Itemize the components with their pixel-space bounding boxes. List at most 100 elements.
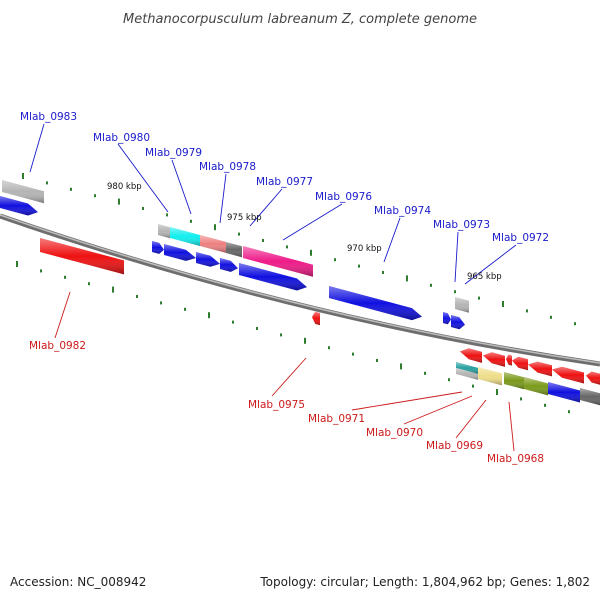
gene-mlab-0979[interactable]: [170, 227, 200, 246]
gene-block-blue-6[interactable]: [443, 312, 451, 325]
leader-mlab-0980: [117, 143, 169, 213]
leader-mlab-0972: [464, 244, 517, 285]
kbp-label-980: 980 kbp: [107, 182, 142, 192]
gene-label-mlab-0973[interactable]: Mlab_0973: [433, 219, 490, 231]
tick-outer-plus: [454, 290, 456, 294]
tick-outer-plus: [238, 232, 240, 236]
gene-label-mlab-0982[interactable]: Mlab_0982: [29, 340, 86, 352]
gene-label-mlab-0974[interactable]: Mlab_0974: [374, 205, 431, 217]
gene-block-red-3[interactable]: [506, 354, 512, 366]
gene-label-mlab-0976[interactable]: Mlab_0976: [315, 191, 372, 203]
gene-mlab-0968[interactable]: [548, 382, 580, 403]
leader-mlab-0977: [249, 188, 283, 227]
gene-label-mlab-0979[interactable]: Mlab_0979: [145, 147, 202, 159]
leader-mlab-0970: [403, 395, 473, 425]
gene-block-red-4[interactable]: [512, 356, 528, 371]
gene-mlab-0980[interactable]: [158, 224, 170, 239]
gene-mlab-0973[interactable]: [455, 297, 469, 313]
gene-mlab-0975[interactable]: [312, 311, 320, 326]
gene-label-mlab-0983[interactable]: Mlab_0983: [20, 111, 77, 123]
gene-block-dark-2[interactable]: [580, 388, 600, 406]
tick-outer-minus: [208, 312, 210, 319]
gene-label-mlab-0972[interactable]: Mlab_0972: [492, 232, 549, 244]
gene-mlab-0971[interactable]: [456, 362, 478, 374]
gene-label-mlab-0978[interactable]: Mlab_0978: [199, 161, 256, 173]
tick-outer-minus: [448, 378, 450, 382]
tick-outer-minus: [400, 363, 402, 370]
leader-mlab-0976: [282, 203, 343, 241]
gene-block-blue-1[interactable]: [152, 241, 164, 254]
gene-label-mlab-0968[interactable]: Mlab_0968: [487, 453, 544, 465]
gene-mlab-0970[interactable]: [478, 367, 502, 386]
tick-outer-plus: [166, 213, 168, 217]
gene-block-red-6[interactable]: [552, 366, 584, 384]
gene-block-red-1[interactable]: [460, 348, 482, 363]
tick-outer-minus: [16, 261, 18, 267]
leader-mlab-0973: [454, 231, 459, 283]
tick-outer-minus: [424, 371, 426, 375]
gene-block-blue-5[interactable]: [239, 263, 307, 291]
tick-outer-minus: [112, 286, 114, 293]
gene-block-blue-2[interactable]: [164, 244, 196, 261]
gene-label-mlab-0971[interactable]: Mlab_0971: [308, 413, 365, 425]
tick-outer-plus: [190, 219, 192, 223]
gene-mlab-0977[interactable]: [226, 242, 242, 258]
tick-outer-plus: [286, 245, 288, 249]
genome-backbone-highlight: [0, 214, 600, 364]
tick-outer-plus: [430, 283, 432, 287]
gene-block-blue-0[interactable]: [0, 196, 38, 216]
tick-outer-plus: [406, 275, 408, 282]
gene-mlab-0974[interactable]: [329, 286, 422, 321]
tick-outer-plus: [310, 249, 312, 256]
topology-text: Topology: circular; Length: 1,804,962 bp…: [259, 575, 590, 589]
gene-block-red-2[interactable]: [483, 352, 505, 367]
tick-outer-minus: [256, 327, 258, 330]
tick-outer-minus: [328, 346, 330, 350]
gene-mlab-0982[interactable]: [40, 238, 124, 275]
tick-outer-plus: [22, 173, 24, 179]
gene-block-olive-2[interactable]: [524, 377, 548, 396]
gene-label-mlab-0977[interactable]: Mlab_0977: [256, 176, 313, 188]
gene-mlab-0976[interactable]: [243, 246, 313, 277]
gene-mlab-0983[interactable]: [2, 180, 44, 204]
leader-mlab-0975: [271, 357, 307, 397]
kbp-label-975: 975 kbp: [227, 213, 262, 223]
tick-outer-minus: [64, 275, 66, 279]
tick-outer-plus: [526, 309, 528, 313]
tick-outer-plus: [262, 239, 264, 242]
tick-marks: [16, 173, 576, 414]
tick-outer-plus: [46, 181, 48, 185]
tick-outer-plus: [142, 207, 144, 210]
gene-mlab-0972[interactable]: [451, 315, 465, 330]
leader-mlab-0968: [508, 401, 515, 452]
gene-block-red-7[interactable]: [586, 371, 600, 385]
gene-label-mlab-0975[interactable]: Mlab_0975: [248, 399, 305, 411]
leader-mlab-0971: [351, 391, 463, 411]
tick-outer-plus: [574, 322, 576, 326]
leader-mlab-0979: [171, 159, 192, 215]
tick-outer-plus: [94, 194, 96, 198]
gene-label-mlab-0969[interactable]: Mlab_0969: [426, 440, 483, 452]
tick-outer-plus: [358, 264, 360, 268]
genome-backbone: [0, 213, 600, 367]
gene-features: [0, 180, 600, 406]
leader-mlab-0983: [29, 123, 45, 173]
gene-label-mlab-0980[interactable]: Mlab_0980: [93, 132, 150, 144]
leader-mlab-0978: [219, 173, 227, 224]
gene-block-blue-4[interactable]: [220, 258, 238, 272]
gene-block-blue-3[interactable]: [196, 252, 220, 267]
label-leaders: [29, 123, 517, 452]
tick-outer-plus: [334, 258, 336, 262]
tick-outer-minus: [472, 384, 474, 388]
leader-mlab-0982: [54, 291, 71, 339]
kbp-label-965: 965 kbp: [467, 272, 502, 282]
gene-mlab-0978[interactable]: [200, 235, 226, 253]
gene-block-red-5[interactable]: [528, 361, 552, 377]
tick-outer-minus: [184, 307, 186, 311]
tick-outer-minus: [232, 320, 234, 324]
gene-mlab-0969[interactable]: [504, 372, 524, 390]
gene-label-mlab-0970[interactable]: Mlab_0970: [366, 427, 423, 439]
gene-block-grey-2[interactable]: [456, 368, 478, 380]
